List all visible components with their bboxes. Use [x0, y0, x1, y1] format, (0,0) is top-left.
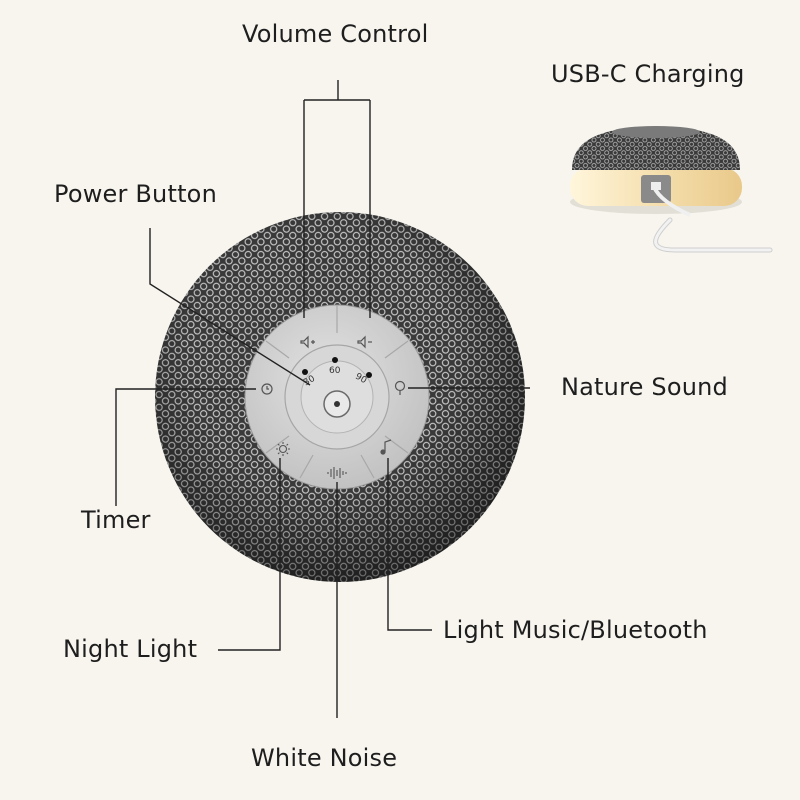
night-light-icon[interactable]: [276, 442, 290, 456]
power-button-leader: [149, 228, 311, 386]
timer-leader: [115, 388, 256, 506]
light-music-bluetooth-label: Light Music/Bluetooth: [443, 616, 708, 644]
volume-down-icon[interactable]: [357, 335, 372, 349]
light-music-leader: [387, 458, 432, 631]
night-light-leader: [218, 458, 281, 651]
timer-dots: [302, 357, 372, 378]
white-noise-label: White Noise: [251, 744, 398, 772]
volume-up-icon[interactable]: [300, 335, 315, 349]
timer-label: Timer: [81, 506, 151, 534]
power-icon[interactable]: [323, 390, 351, 418]
music-note-icon[interactable]: [380, 439, 392, 455]
nature-sound-icon[interactable]: [394, 380, 406, 396]
white-noise-icon[interactable]: [327, 467, 347, 479]
usb-c-charging-illustration: [570, 126, 773, 253]
volume-control-leader: [303, 80, 371, 318]
volume-control-label: Volume Control: [242, 20, 429, 48]
timer-icon[interactable]: [261, 383, 273, 395]
nature-sound-label: Nature Sound: [561, 373, 728, 401]
night-light-label: Night Light: [63, 635, 198, 663]
power-button-label: Power Button: [54, 180, 217, 208]
usb-c-charging-label: USB-C Charging: [551, 60, 745, 88]
leader-lines: [115, 80, 530, 718]
timer-mark-60: 60: [329, 366, 341, 376]
